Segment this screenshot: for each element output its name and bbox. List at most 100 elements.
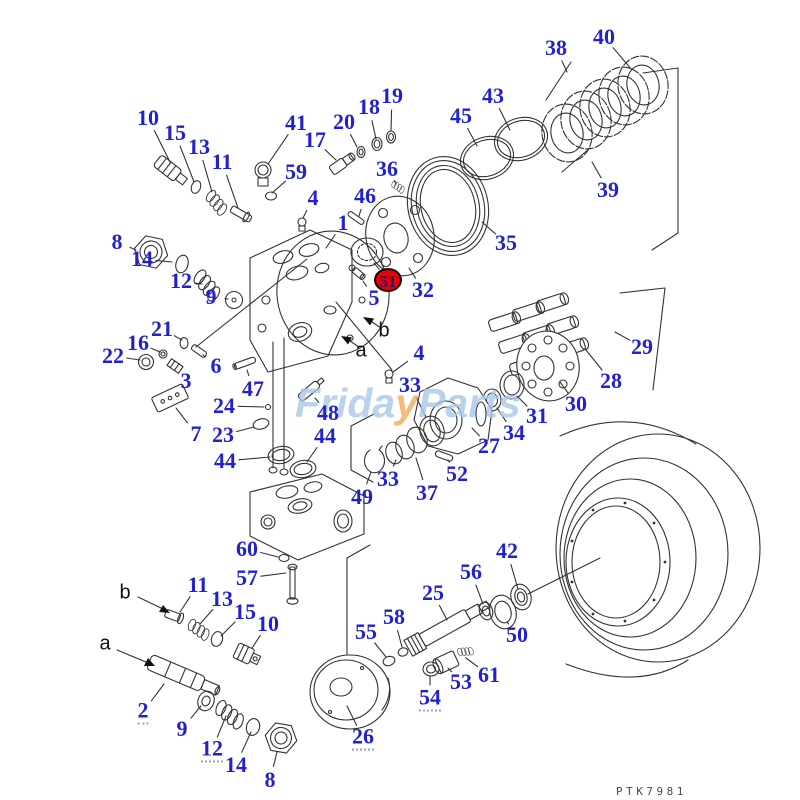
callout-a: a <box>99 632 111 655</box>
leader-line-10 <box>251 635 261 649</box>
callout-11: 11 <box>211 149 233 174</box>
callout-1: 1 <box>337 210 349 235</box>
callout-52: 52 <box>446 461 468 486</box>
callout-32: 32 <box>412 277 434 302</box>
callout-b: b <box>119 581 131 604</box>
callout-16: 16 <box>127 330 149 355</box>
leader-line-1 <box>325 234 336 249</box>
callout-31: 31 <box>526 403 548 428</box>
callout-57: 57 <box>236 565 258 590</box>
callout-a: a <box>355 339 367 362</box>
leader-line-43 <box>498 107 511 131</box>
callout-18: 18 <box>358 94 380 119</box>
watermark-text-left: Frida <box>295 380 396 426</box>
leader-line-38 <box>561 60 568 73</box>
leader-line-32 <box>408 267 417 279</box>
leader-line-35 <box>481 221 497 235</box>
watermark: FridayParts <box>295 380 521 427</box>
leader-line-29 <box>614 331 631 341</box>
callout-9: 9 <box>176 716 188 741</box>
callout-48: 48 <box>317 400 339 425</box>
callout-11: 11 <box>187 572 209 597</box>
leader-line-47 <box>246 369 250 377</box>
callout-12: 12 <box>170 268 192 293</box>
group-bracket-lines <box>619 67 679 391</box>
leader-line-30 <box>559 381 569 394</box>
callout-39: 39 <box>597 177 619 202</box>
callout-24: 24 <box>213 393 235 418</box>
callout-37: 37 <box>416 480 438 505</box>
leader-line-8 <box>129 246 137 251</box>
leader-line-11 <box>179 596 191 613</box>
callout-56: 56 <box>460 559 482 584</box>
callout-15: 15 <box>234 599 256 624</box>
top-fittings-drawing <box>254 130 397 232</box>
leader-line-11 <box>226 174 239 209</box>
leader-line-31 <box>516 395 528 407</box>
leader-line-23 <box>236 426 255 433</box>
callout-22: 22 <box>102 343 124 368</box>
leader-line-4 <box>392 360 409 373</box>
leader-line-14 <box>241 731 252 753</box>
leader-line-33 <box>392 459 397 467</box>
leader-line-39 <box>591 161 602 179</box>
callout-26: 26 <box>352 723 374 751</box>
callout-40: 40 <box>593 24 615 49</box>
callout-21: 21 <box>151 316 173 341</box>
callout-14: 14 <box>131 246 153 271</box>
leader-lines <box>126 47 633 767</box>
leader-line-49 <box>366 471 372 485</box>
callout-5: 5 <box>368 285 380 310</box>
callout-47: 47 <box>242 376 264 401</box>
leader-line-61 <box>465 657 479 668</box>
leader-line-33 <box>415 396 427 418</box>
leader-line-59 <box>271 180 287 194</box>
large-rings-drawing <box>406 116 549 257</box>
leader-line-21 <box>173 335 183 341</box>
watermark-accent-letter: y <box>395 380 419 426</box>
callout-4: 4 <box>413 340 425 365</box>
callout-3: 3 <box>180 368 192 393</box>
callout-19: 19 <box>381 83 403 108</box>
callout-55: 55 <box>355 619 377 644</box>
leader-line-13 <box>202 159 213 193</box>
leader-line-44 <box>238 456 271 461</box>
callout-58: 58 <box>383 604 405 629</box>
leader-line-42 <box>510 563 519 590</box>
leader-line-27 <box>471 427 480 437</box>
leader-line-36 <box>393 180 397 185</box>
callout-12: 12 <box>201 735 223 763</box>
leader-line-53 <box>447 667 453 673</box>
leader-line-57 <box>260 572 287 577</box>
callout-27: 27 <box>478 433 500 458</box>
leader-line-40 <box>612 47 633 71</box>
callout-28: 28 <box>600 368 622 393</box>
callout-20: 20 <box>333 109 355 134</box>
callout-8: 8 <box>264 767 276 792</box>
leader-line-14 <box>155 259 173 263</box>
leader-line-2 <box>150 683 165 702</box>
callout-53: 53 <box>450 669 472 694</box>
callout-46: 46 <box>354 183 376 208</box>
leader-line-4 <box>302 209 308 219</box>
leader-line-9 <box>190 705 202 719</box>
leader-line-51 <box>373 262 380 270</box>
callout-10: 10 <box>137 105 159 130</box>
callout-13: 13 <box>188 134 210 159</box>
callout-8: 8 <box>111 229 123 254</box>
rotary-group-drawing <box>363 291 591 474</box>
leader-line-10 <box>153 129 171 163</box>
leader-line-15 <box>220 621 236 637</box>
callout-49: 49 <box>351 484 373 509</box>
callout-10: 10 <box>257 611 279 636</box>
leader-line-18 <box>371 120 377 140</box>
left-bracket-lines <box>346 413 375 689</box>
leader-line-7 <box>175 407 189 424</box>
leader-line-25 <box>438 604 448 621</box>
callout-2: 2 <box>137 697 149 725</box>
leader-line-50 <box>506 621 510 625</box>
leader-line-13 <box>199 608 214 625</box>
callout-41: 41 <box>285 110 307 135</box>
